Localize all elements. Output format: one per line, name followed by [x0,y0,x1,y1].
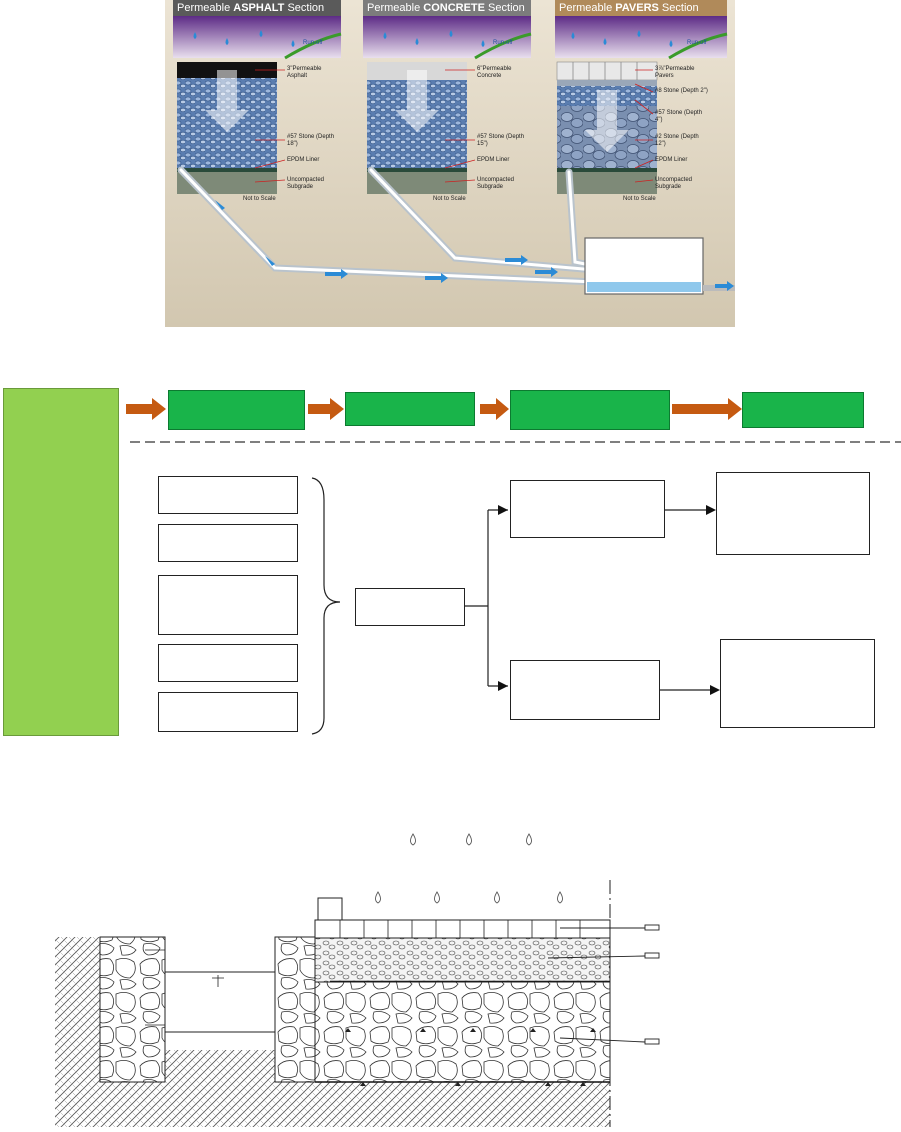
panel-title-strong: CONCRETE [423,2,485,14]
arrowhead [706,505,716,515]
pavers-subgrade-label: Uncompacted Subgrade [655,177,693,190]
droplet-icon [526,833,532,846]
flow-diagram [0,380,901,760]
pavers-scale-label: Not to Scale [623,196,656,202]
orange-arrow-2 [308,398,344,420]
pavers-stone2-label: #2 Stone (Depth 12") [655,134,699,147]
right-box-lower [720,639,875,728]
asphalt-stone-label: #57 Stone (Depth 18") [287,134,335,147]
green-step-box-2 [345,392,475,426]
droplet-icon [557,891,563,904]
runoff-label-concrete: Run-off [493,40,513,46]
right-box-upper [716,472,870,555]
pavers-stone57-label: #57 Stone (Depth 4") [655,110,703,123]
left-box-5 [158,692,298,732]
side-panel [3,388,119,736]
green-step-box-1 [168,390,305,430]
arrowhead [710,685,720,695]
panel-title-suffix: Section [284,2,325,14]
permeable-sections-figure: Permeable ASPHALT Section Permeable CONC… [165,0,735,327]
droplet-icon [375,891,381,904]
runoff-label-asphalt: Run-off [303,40,323,46]
orange-arrow-4 [672,398,742,420]
left-box-1 [158,476,298,514]
mid-box-lower [510,660,660,720]
center-box [355,588,465,626]
panel-title-prefix: Permeable [559,2,616,14]
center-connector [465,510,489,686]
concrete-subgrade-label: Uncompacted Subgrade [477,177,515,190]
concrete-layer-label: 6"Permeable Concrete [477,66,512,79]
left-box-4 [158,644,298,682]
orange-arrow-3 [480,398,509,420]
brace [311,477,341,735]
droplet-icon [494,891,500,904]
concrete-stone-label: #57 Stone (Depth 15") [477,134,525,147]
orange-arrow-1 [126,398,166,420]
cross-section-svg [55,833,660,1127]
asphalt-liner-label: EPDM Liner [287,157,320,163]
panel-title-strong: PAVERS [615,2,659,14]
droplet-icon [410,833,416,846]
arrowhead [498,505,508,515]
runoff-label-pavers: Run-off [687,40,707,46]
concrete-liner-label: EPDM Liner [477,157,510,163]
pavers-liner-label: EPDM Liner [655,157,688,163]
pavers-layer-label: 3⅞"Permeable Pavers [655,66,695,79]
asphalt-subgrade-label: Uncompacted Subgrade [287,177,325,190]
panel-header-asphalt: Permeable ASPHALT Section [173,0,341,16]
panel-title-suffix: Section [658,2,699,14]
panel-title-suffix: Section [485,2,525,14]
concrete-scale-label: Not to Scale [433,196,466,202]
asphalt-layer-label: 3"Permeable Asphalt [287,66,322,79]
permeable-sections-illustration [165,0,735,327]
panel-title-strong: ASPHALT [233,2,285,14]
mid-box-upper [510,480,665,538]
green-step-box-4 [742,392,864,428]
arrowhead [498,681,508,691]
panel-header-concrete: Permeable CONCRETE Section [363,0,531,16]
left-box-3 [158,575,298,635]
droplet-icon [434,891,440,904]
panel-title-prefix: Permeable [367,2,424,14]
droplet-icon [466,833,472,846]
cross-section-drawing [0,820,901,1127]
panel-header-pavers: Permeable PAVERS Section [555,0,727,16]
panel-title-prefix: Permeable [177,2,234,14]
left-box-2 [158,524,298,562]
pavers-stone8-label: #8 Stone (Depth 2") [655,88,708,94]
flow-connectors [126,398,901,735]
asphalt-scale-label: Not to Scale [243,196,276,202]
green-step-box-3 [510,390,670,430]
